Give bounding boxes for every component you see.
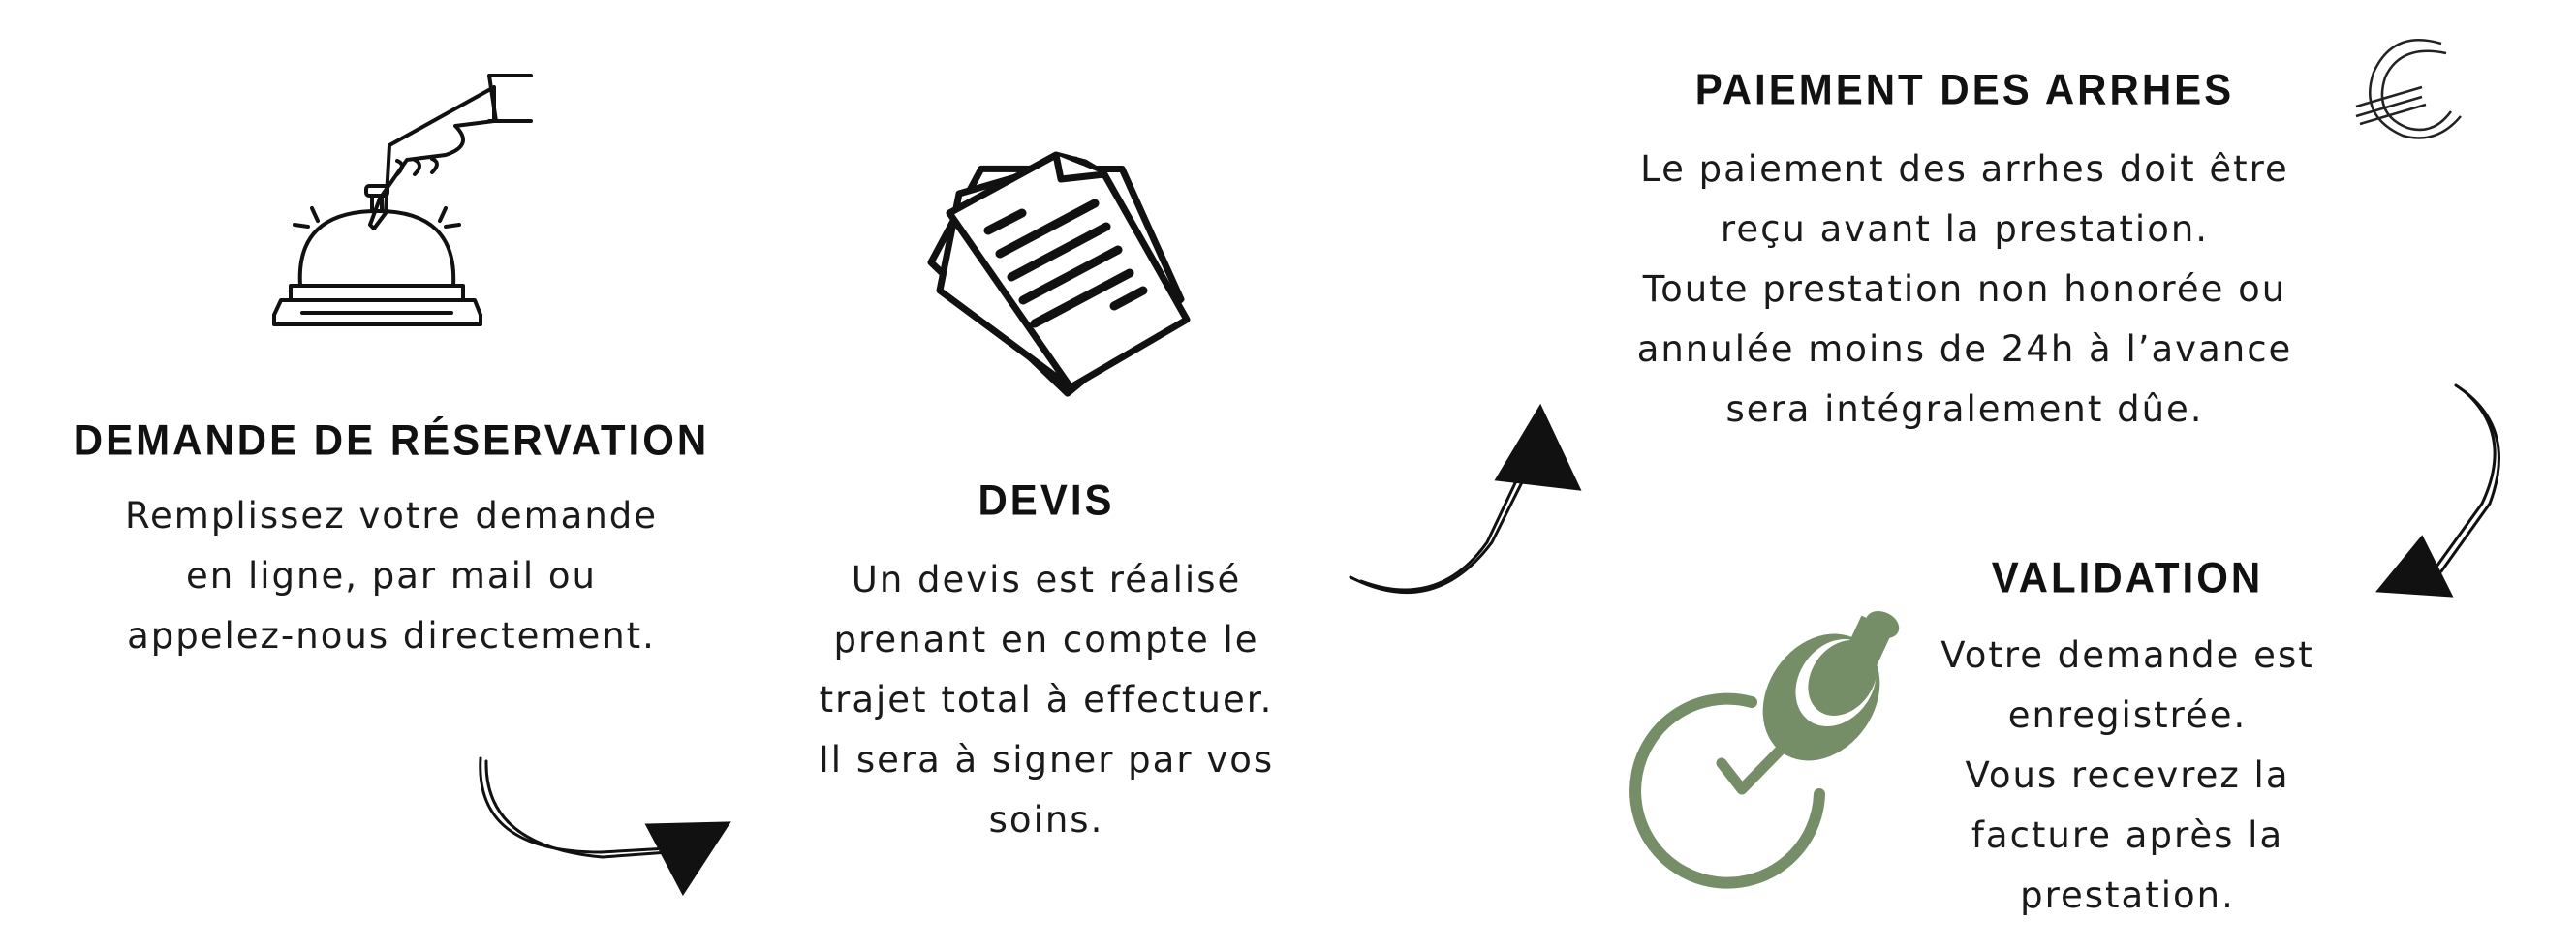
description-line: reçu avant la prestation. bbox=[1720, 208, 2210, 250]
arrow-icon bbox=[1349, 403, 1582, 595]
step-description: Un devis est réalisé prenant en compte l… bbox=[707, 550, 1385, 850]
step-title: DEVIS bbox=[978, 476, 1115, 525]
step-title: DEMANDE DE RÉSERVATION bbox=[73, 415, 710, 465]
step-reservation-request: DEMANDE DE RÉSERVATION Remplissez votre … bbox=[52, 416, 730, 666]
arrow-icon bbox=[479, 756, 731, 896]
description-line: Un devis est réalisé bbox=[851, 559, 1242, 600]
step-deposit-payment: PAIEMENT DES ARRHES Le paiement des arrh… bbox=[1577, 66, 2352, 440]
stamp-check-icon bbox=[1629, 610, 1900, 889]
description-line: Il sera à signer par vos bbox=[818, 739, 1275, 781]
description-line: trajet total à effectuer. bbox=[819, 679, 1274, 721]
description-line: Toute prestation non honorée ou bbox=[1642, 268, 2287, 310]
description-line: annulée moins de 24h à l’avance bbox=[1636, 328, 2293, 370]
service-bell-icon bbox=[272, 74, 533, 326]
description-line: appelez-nous directement. bbox=[127, 615, 656, 657]
description-line: Remplissez votre demande bbox=[124, 495, 659, 537]
description-line: sera intégralement dûe. bbox=[1725, 388, 2204, 430]
description-line: prenant en compte le bbox=[833, 619, 1259, 660]
arrow-icon bbox=[2374, 383, 2500, 598]
description-line: soins. bbox=[988, 799, 1104, 841]
description-line: facture après la bbox=[1971, 814, 2284, 856]
step-quote: DEVIS Un devis est réalisé prenant en co… bbox=[707, 476, 1385, 850]
euro-icon bbox=[2355, 39, 2462, 139]
step-description: Le paiement des arrhes doit être reçu av… bbox=[1577, 139, 2352, 440]
description-line: Votre demande est bbox=[1940, 634, 2314, 676]
step-title: VALIDATION bbox=[1991, 553, 2264, 602]
description-line: en ligne, par mail ou bbox=[185, 555, 597, 597]
description-line: enregistrée. bbox=[2007, 694, 2248, 736]
description-line: prestation. bbox=[2020, 874, 2235, 916]
description-line: Vous recevrez la bbox=[1965, 754, 2290, 796]
step-description: Remplissez votre demande en ligne, par m… bbox=[52, 486, 730, 666]
documents-icon bbox=[927, 151, 1191, 397]
step-title: PAIEMENT DES ARRHES bbox=[1694, 65, 2235, 114]
step-validation: VALIDATION Votre demande est enregistrée… bbox=[1837, 554, 2418, 926]
description-line: Le paiement des arrhes doit être bbox=[1640, 148, 2289, 190]
step-description: Votre demande est enregistrée. Vous rece… bbox=[1837, 626, 2418, 926]
